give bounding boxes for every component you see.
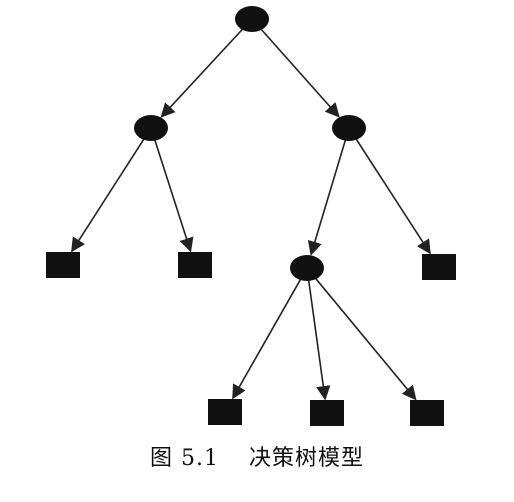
- edges-layer: [71, 27, 431, 401]
- decision-node-left: [134, 115, 168, 141]
- figure-title: 决策树模型: [248, 446, 364, 471]
- leaf-node-4: [208, 399, 242, 425]
- nodes-layer: [46, 6, 456, 426]
- leaf-node-6: [410, 400, 444, 426]
- leaf-node-2: [178, 252, 212, 278]
- edge-left-to-leaf-1: [71, 137, 146, 253]
- edge-right-to-mid: [307, 138, 347, 256]
- edge-mid-to-leaf-6: [314, 276, 417, 401]
- leaf-node-3: [422, 254, 456, 280]
- edge-left-to-leaf-2: [153, 138, 194, 253]
- edge-root-to-right: [259, 27, 340, 118]
- decision-node-mid: [290, 255, 324, 281]
- leaf-node-5: [310, 400, 344, 426]
- figure-number: 图 5.1: [150, 446, 219, 471]
- leaf-node-1: [46, 252, 80, 278]
- edge-root-to-left: [160, 27, 245, 118]
- figure-caption: 图 5.1 决策树模型: [0, 440, 514, 472]
- decision-node-right: [332, 115, 366, 141]
- edge-right-to-leaf-3: [354, 137, 431, 255]
- edge-mid-to-leaf-5: [307, 278, 331, 401]
- edge-mid-to-leaf-4: [232, 277, 302, 400]
- decision-node-root: [235, 6, 269, 32]
